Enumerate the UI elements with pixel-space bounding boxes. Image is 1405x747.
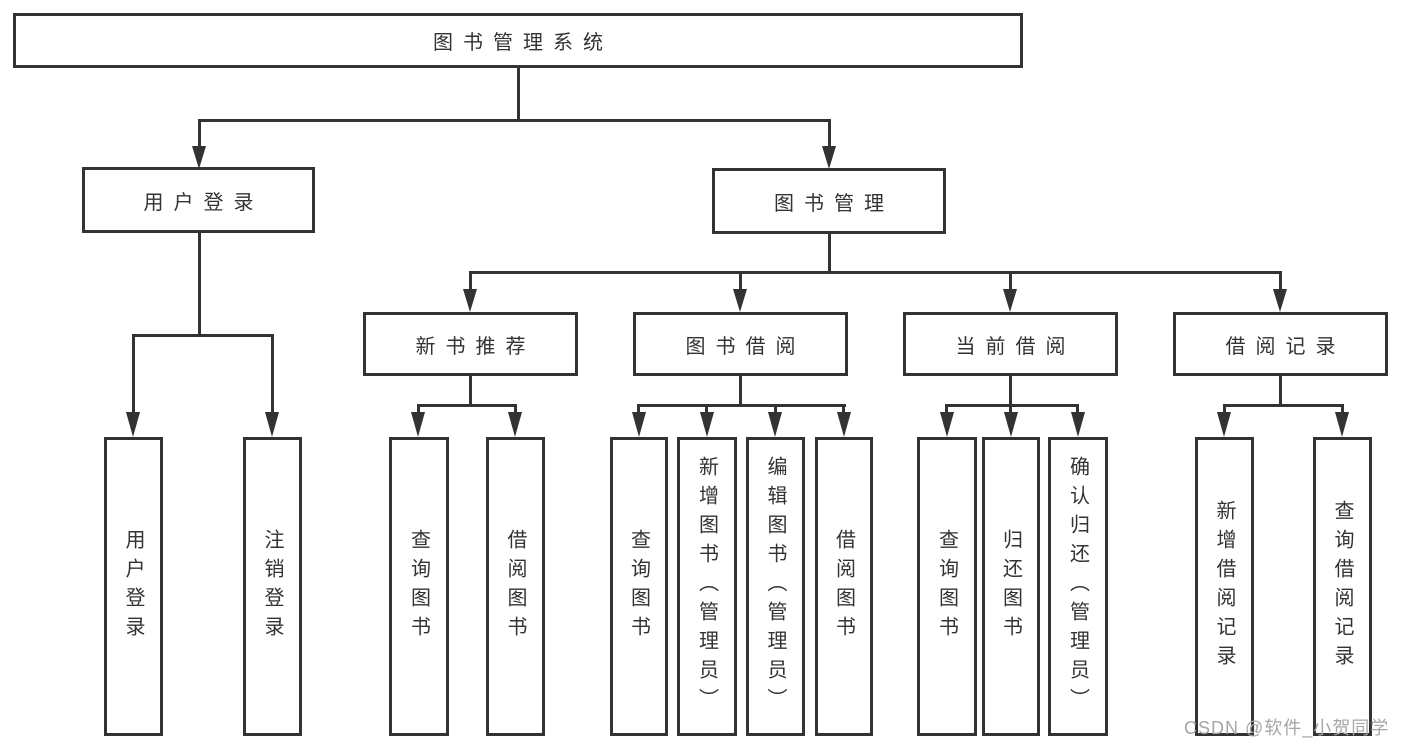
node-root: 图书管理系统 — [13, 13, 1023, 68]
arrowhead-down-icon — [733, 289, 747, 312]
leaf-user-login-label: 用户登录 — [122, 528, 144, 645]
connector-line — [739, 271, 742, 292]
arrowhead-down-icon — [1335, 412, 1349, 437]
arrowhead-down-icon — [632, 412, 646, 437]
arrowhead-down-icon — [1071, 412, 1085, 437]
node-book-borrow: 图书借阅 — [633, 312, 848, 376]
watermark: CSDN @软件_小贺同学 — [1184, 718, 1390, 738]
connector-line — [132, 334, 273, 337]
arrowhead-down-icon — [463, 289, 477, 312]
connector-line — [132, 334, 135, 414]
connector-line — [1076, 404, 1079, 414]
leaf-logout: 注销登录 — [243, 437, 302, 736]
leaf-query-borrow-record: 查询借阅记录 — [1313, 437, 1372, 736]
arrowhead-down-icon — [822, 146, 836, 169]
node-root-label: 图书管理系统 — [433, 32, 613, 54]
connector-line — [198, 233, 201, 336]
connector-line — [945, 404, 1079, 407]
arrowhead-down-icon — [940, 412, 954, 437]
connector-line — [469, 271, 1281, 274]
leaf-borrow-books-label: 借阅图书 — [832, 528, 855, 645]
leaf-query-books-current-label: 查询图书 — [935, 528, 958, 645]
connector-line — [1279, 376, 1282, 407]
arrowhead-down-icon — [700, 412, 714, 437]
arrowhead-down-icon — [837, 412, 851, 437]
node-current-borrow: 当前借阅 — [903, 312, 1118, 376]
leaf-return-books-label: 归还图书 — [999, 528, 1022, 645]
connector-line — [1009, 376, 1012, 407]
connector-line — [1223, 404, 1344, 407]
leaf-query-books-recommend-label: 查询图书 — [407, 528, 430, 645]
connector-line — [637, 404, 640, 414]
arrowhead-down-icon — [1003, 289, 1017, 312]
connector-line — [1223, 404, 1226, 414]
connector-line — [774, 404, 777, 414]
leaf-borrow-books-recommend: 借阅图书 — [486, 437, 545, 736]
node-borrow-records-label: 借阅记录 — [1225, 335, 1346, 358]
node-book-management: 图书管理 — [712, 168, 946, 234]
leaf-logout-label: 注销登录 — [261, 528, 283, 645]
connector-line — [469, 376, 472, 407]
node-book-management-label: 图书管理 — [774, 192, 894, 215]
connector-line — [1009, 271, 1012, 292]
node-book-borrow-label: 图书借阅 — [685, 335, 806, 358]
leaf-edit-book-admin: 编辑图书（管理员） — [746, 437, 805, 736]
arrowhead-down-icon — [265, 412, 279, 437]
node-user-login: 用户登录 — [82, 167, 315, 233]
leaf-return-books: 归还图书 — [982, 437, 1040, 736]
arrowhead-down-icon — [1217, 412, 1231, 437]
arrowhead-down-icon — [411, 412, 425, 437]
leaf-add-book-admin: 新增图书（管理员） — [677, 437, 737, 736]
connector-line — [417, 404, 420, 414]
connector-line — [198, 119, 831, 122]
leaf-query-books-borrow: 查询图书 — [610, 437, 668, 736]
node-borrow-records: 借阅记录 — [1173, 312, 1388, 376]
connector-line — [828, 234, 831, 274]
leaf-confirm-return-admin-label: 确认归还（管理员） — [1066, 456, 1089, 717]
leaf-confirm-return-admin: 确认归还（管理员） — [1048, 437, 1108, 736]
leaf-borrow-books: 借阅图书 — [815, 437, 873, 736]
arrowhead-down-icon — [126, 412, 140, 437]
connector-line — [705, 404, 708, 414]
node-current-borrow-label: 当前借阅 — [955, 335, 1076, 358]
node-user-login-label: 用户登录 — [143, 191, 264, 214]
connector-line — [1341, 404, 1344, 414]
connector-line — [842, 404, 845, 414]
connector-line — [469, 271, 472, 292]
leaf-user-login: 用户登录 — [104, 437, 163, 736]
node-new-book-recommend: 新书推荐 — [363, 312, 578, 376]
node-new-book-recommend-label: 新书推荐 — [415, 335, 536, 358]
connector-line — [828, 119, 831, 150]
connector-line — [637, 404, 846, 407]
connector-line — [1279, 271, 1282, 292]
arrowhead-down-icon — [192, 146, 206, 169]
leaf-add-borrow-record: 新增借阅记录 — [1195, 437, 1254, 736]
connector-line — [739, 376, 742, 407]
arrowhead-down-icon — [768, 412, 782, 437]
connector-line — [1009, 404, 1012, 414]
arrowhead-down-icon — [508, 412, 522, 437]
leaf-query-borrow-record-label: 查询借阅记录 — [1331, 499, 1353, 674]
leaf-query-books-borrow-label: 查询图书 — [627, 528, 650, 645]
connector-line — [198, 119, 201, 150]
arrowhead-down-icon — [1273, 289, 1287, 312]
leaf-add-book-admin-label: 新增图书（管理员） — [695, 456, 718, 717]
leaf-query-books-recommend: 查询图书 — [389, 437, 449, 736]
connector-line — [945, 404, 948, 414]
connector-line — [417, 404, 517, 407]
connector-line — [514, 404, 517, 414]
leaf-query-books-current: 查询图书 — [917, 437, 977, 736]
leaf-add-borrow-record-label: 新增借阅记录 — [1213, 499, 1235, 674]
connector-line — [517, 68, 520, 119]
leaf-edit-book-admin-label: 编辑图书（管理员） — [764, 456, 786, 717]
leaf-borrow-books-recommend-label: 借阅图书 — [504, 528, 526, 645]
arrowhead-down-icon — [1004, 412, 1018, 437]
connector-line — [271, 334, 274, 414]
